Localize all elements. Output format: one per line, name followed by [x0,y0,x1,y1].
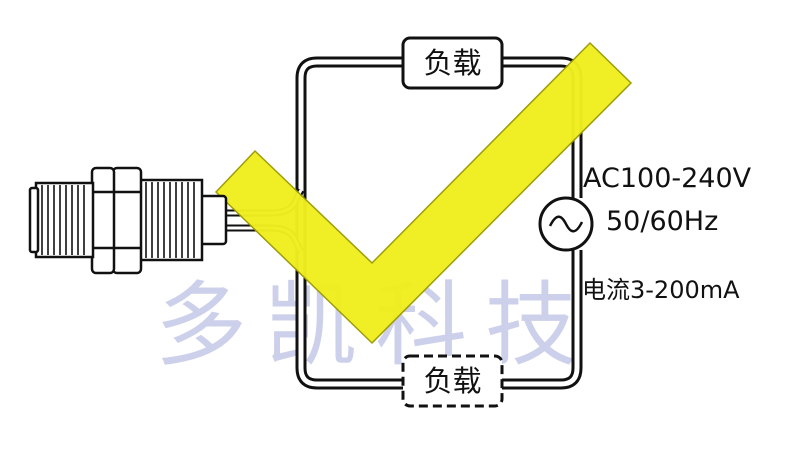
top-load-label: 负载 [423,46,481,80]
proximity-sensor-icon [28,166,228,275]
current-label: 电流3-200mA [582,276,740,304]
ac-source-icon [538,196,594,252]
checkmark-icon [214,41,633,345]
top-load-box: 负载 [401,36,504,90]
bottom-load-label: 负载 [423,364,481,398]
bottom-load-box: 负载 [401,354,504,408]
frequency-label: 50/60Hz [606,206,718,237]
voltage-label: AC100-240V [583,163,752,194]
